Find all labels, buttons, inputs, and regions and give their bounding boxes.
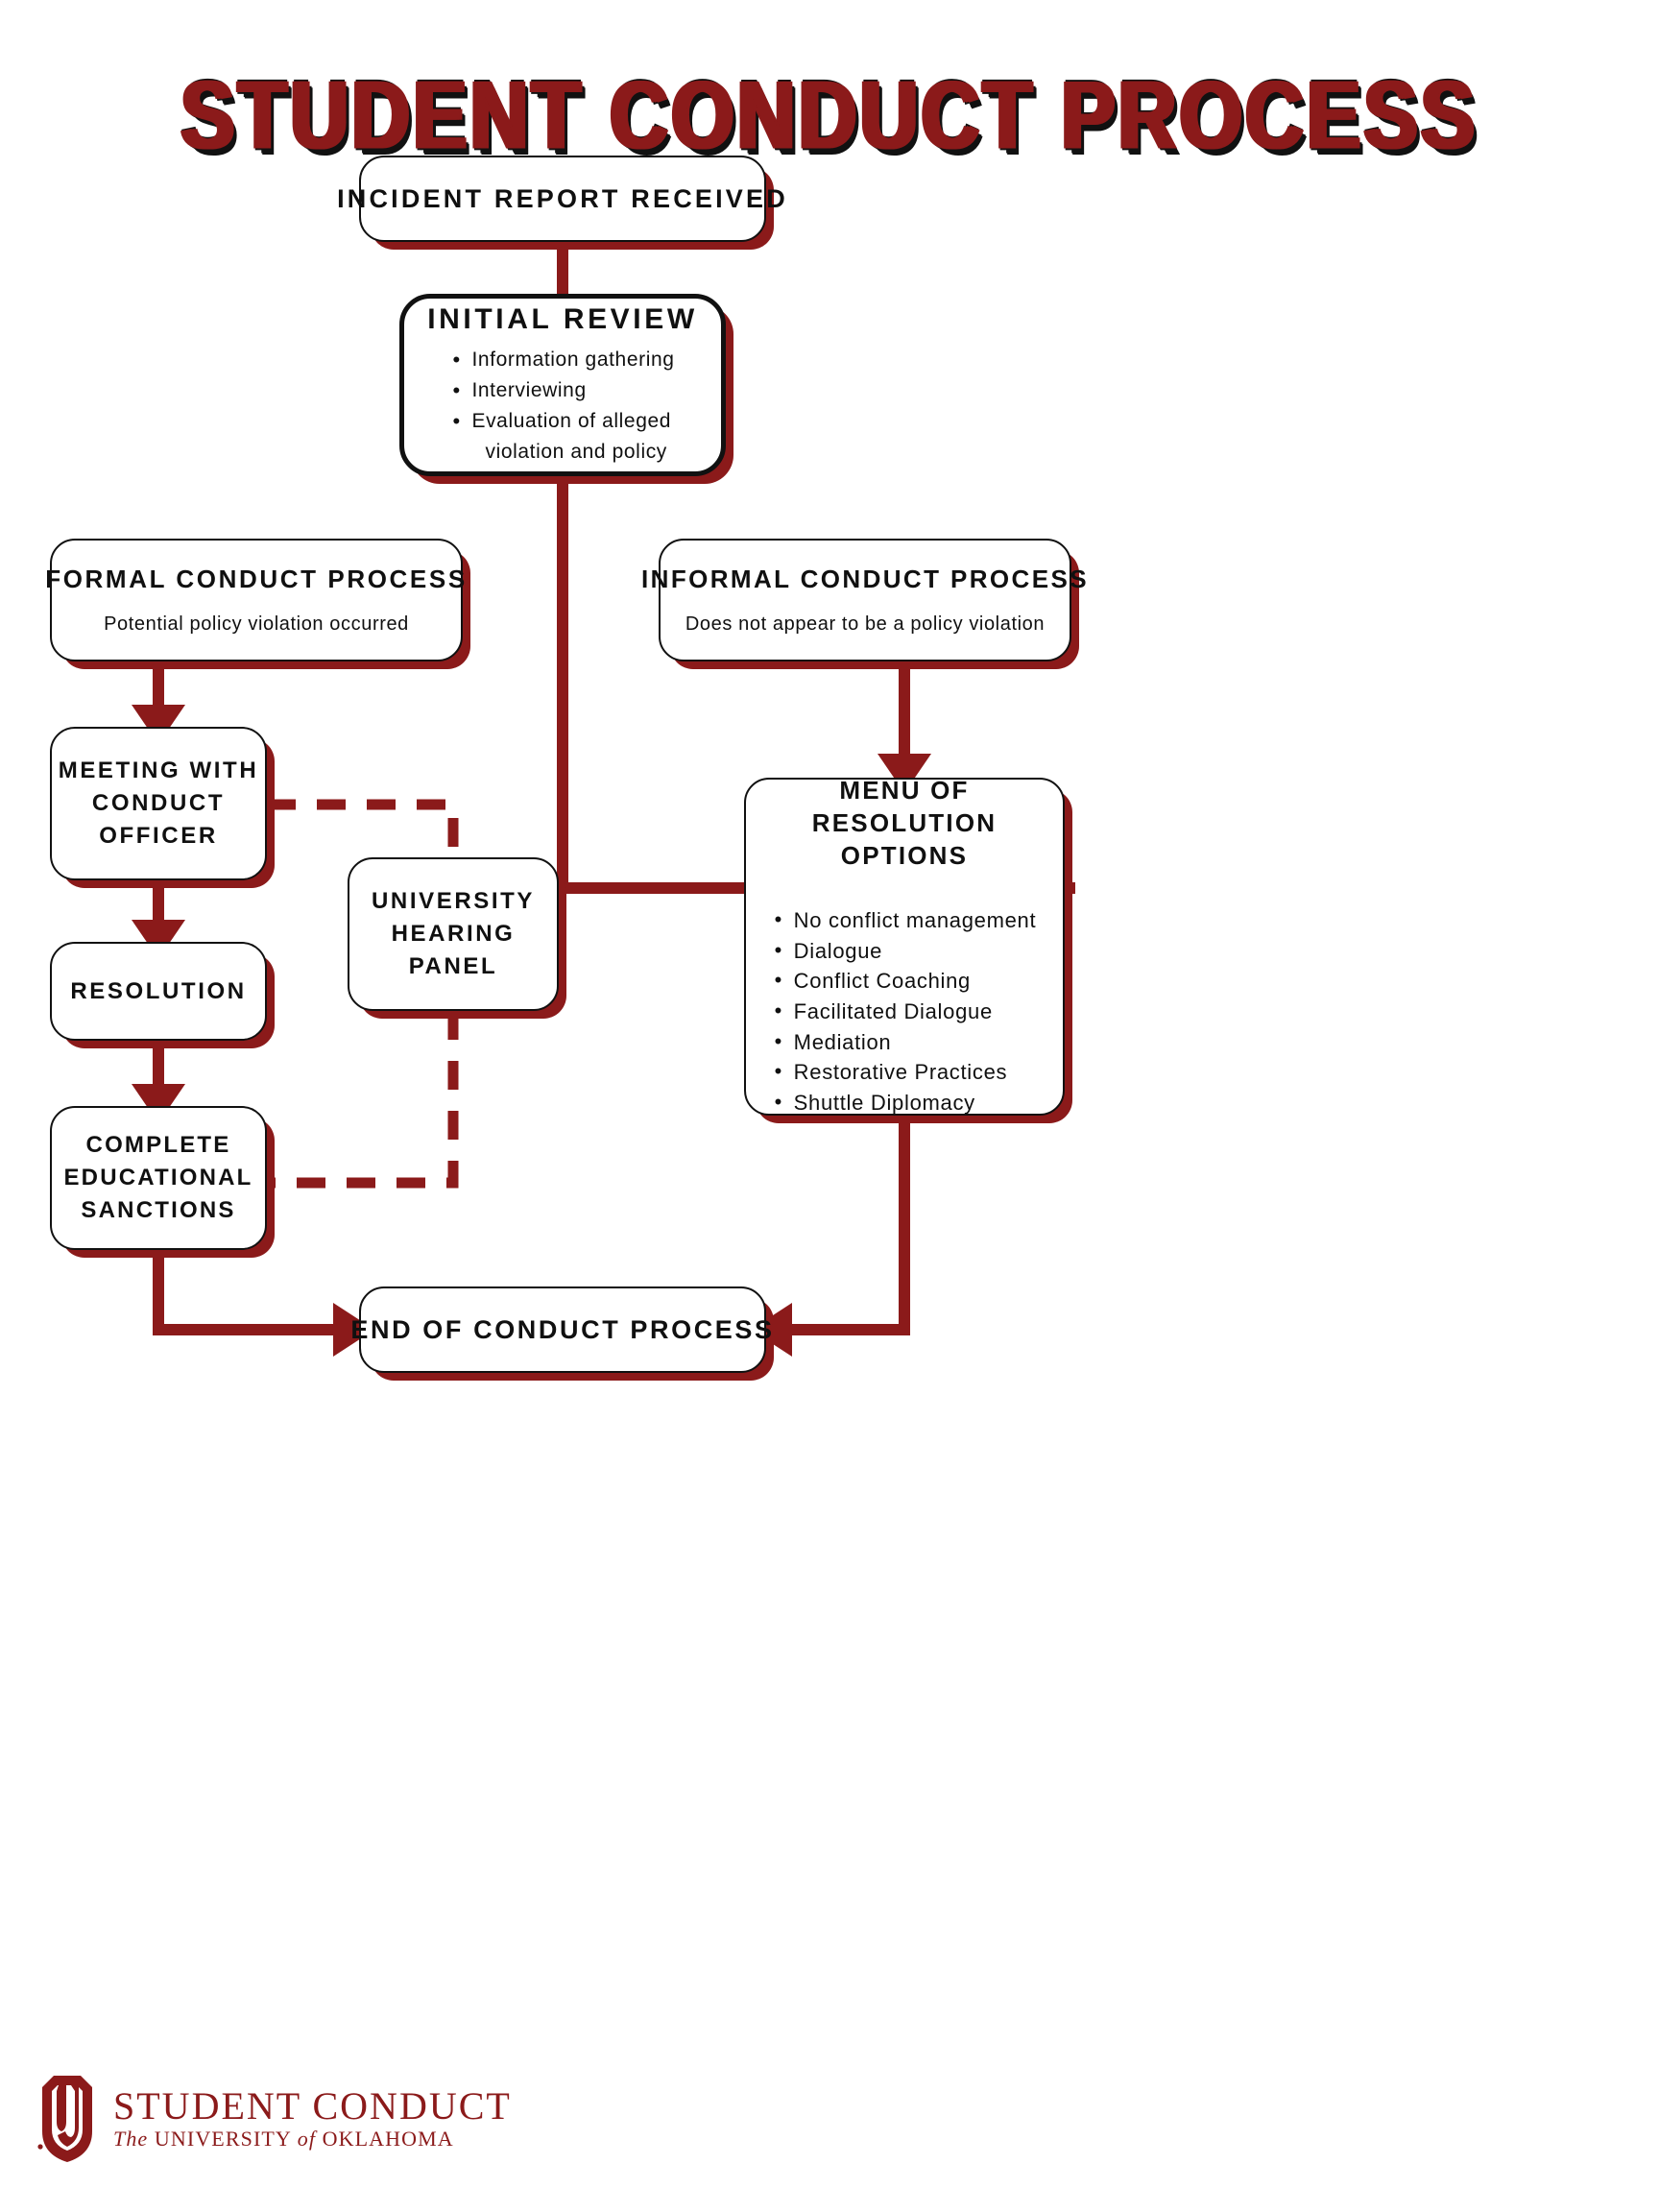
node-initial-review[interactable]: INITIAL REVIEW Information gathering Int… [399,294,726,476]
wordmark-university: The UNIVERSITY of OKLAHOMA [113,2128,512,2151]
initial-review-bullets: Information gathering Interviewing Evalu… [450,344,674,468]
node-meeting-with-conduct-officer[interactable]: MEETING WITH CONDUCT OFFICER [50,727,267,880]
list-item: Mediation [773,1026,1037,1058]
list-item-continuation: violation and policy [485,441,667,464]
node-title: RESOLUTION [70,977,247,1004]
list-item: Conflict Coaching [773,965,1037,997]
node-formal-conduct-process[interactable]: FORMAL CONDUCT PROCESS Potential policy … [45,539,465,661]
wordmark-of: of [297,2127,317,2152]
list-item: Restorative Practices [773,1056,1037,1088]
wordmark-university-word: UNIVERSITY [154,2127,292,2152]
list-item: Shuttle Diplomacy [773,1087,1037,1118]
resolution-options-list: No conflict management Dialogue Conflict… [773,904,1037,1118]
node-university-hearing-panel[interactable]: UNIVERSITY HEARING PANEL [348,857,559,1011]
arrowhead-end-right [751,1303,792,1357]
wordmark-oklahoma: OKLAHOMA [322,2127,454,2152]
wordmark-org: STUDENT CONDUCT [113,2083,512,2128]
list-item: Dialogue [773,935,1037,967]
node-subtitle: Potential policy violation occurred [104,613,409,636]
node-end-of-conduct-process[interactable]: END OF CONDUCT PROCESS [350,1286,772,1373]
node-title: MEETING WITH CONDUCT OFFICER [58,757,259,850]
node-resolution[interactable]: RESOLUTION [50,942,267,1041]
list-item: No conflict management [773,904,1037,936]
node-title: INFORMAL CONDUCT PROCESS [641,564,1089,593]
arrowhead-to-meeting [132,705,185,744]
edge-hearing-dashed [267,799,459,1189]
ou-wordmark: STUDENT CONDUCT The UNIVERSITY of OKLAHO… [113,2083,512,2152]
node-subtitle: Does not appear to be a policy violation [685,613,1046,636]
page-title: STUDENT CONDUCT PROCESS [180,59,1479,171]
node-title: FORMAL CONDUCT PROCESS [45,564,468,593]
edge-sanctions-to-end [153,1252,336,1335]
ou-logo-icon [37,2076,92,2162]
node-title: UNIVERSITY HEARING PANEL [371,887,536,980]
node-title: INITIAL REVIEW [427,302,698,335]
list-item: Information gathering [450,344,674,375]
node-complete-educational-sanctions[interactable]: COMPLETE EDUCATIONAL SANCTIONS [50,1106,267,1250]
arrowheads [132,705,931,1357]
edge-menu-to-end [789,1118,910,1335]
node-menu-of-resolution-options[interactable]: MENU OF RESOLUTION OPTIONS No conflict m… [744,776,1065,1118]
node-title: MENU OF RESOLUTION OPTIONS [811,776,998,871]
node-informal-conduct-process[interactable]: INFORMAL CONDUCT PROCESS Does not appear… [641,539,1087,661]
list-item: Interviewing [450,374,674,406]
arrowhead-to-menu [878,754,931,793]
node-title: INCIDENT REPORT RECEIVED [337,183,788,213]
node-incident-report-received[interactable]: INCIDENT REPORT RECEIVED [337,156,785,242]
node-title: END OF CONDUCT PROCESS [350,1314,775,1344]
list-item: Facilitated Dialogue [773,996,1037,1027]
wordmark-the: The [113,2127,149,2152]
footer-branding: STUDENT CONDUCT The UNIVERSITY of OKLAHO… [33,2072,512,2166]
list-item: Evaluation of alleged [450,405,674,437]
node-title: COMPLETE EDUCATIONAL SANCTIONS [63,1131,253,1224]
arrowhead-to-sanctions [132,1084,185,1123]
arrowhead-end-left [333,1303,374,1357]
arrowhead-to-resolution [132,920,185,959]
